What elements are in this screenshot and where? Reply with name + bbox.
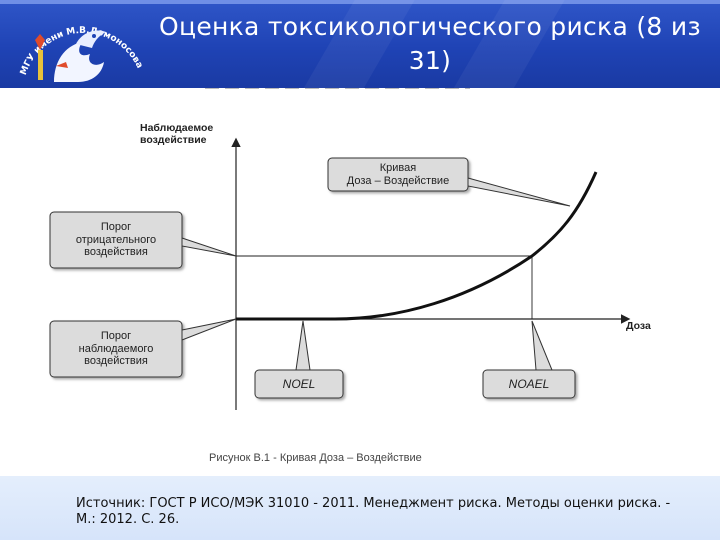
slide-title: Оценка токсикологического риска (8 из 31… <box>159 12 701 75</box>
negative-threshold-callout-text: Порог отрицательного воздействия <box>50 212 182 268</box>
curve-callout-box <box>327 157 469 192</box>
x-axis-label: Доза <box>626 320 651 332</box>
noael-label: NOAEL <box>508 376 550 391</box>
griffin-emblem-icon <box>35 30 106 82</box>
negative-threshold-callout-pointer <box>181 237 237 257</box>
y-axis-label-line: Наблюдаемое <box>140 122 214 134</box>
negative-threshold-line-text: воздействия <box>84 246 148 259</box>
source-footer: Источник: ГОСТ Р ИСО/МЭК 31010 - 2011. М… <box>0 476 720 540</box>
curve-callout-text: Кривая Доза – Воздействие <box>328 158 468 191</box>
observed-threshold-callout-text: Порог наблюдаемого воздействия <box>50 321 182 377</box>
observed-threshold-line-text: воздействия <box>84 355 148 368</box>
observed-threshold-line-text: наблюдаемого <box>78 342 154 355</box>
curve-callout-line: Кривая <box>379 162 417 174</box>
figure-caption: Рисунок В.1 - Кривая Доза – Воздействие <box>209 452 422 464</box>
noel-pointer <box>295 320 311 371</box>
source-text: Источник: ГОСТ Р ИСО/МЭК 31010 - 2011. М… <box>76 496 671 527</box>
dose-response-figure: Наблюдаемое воздействие Доза Кривая Доза… <box>0 88 720 476</box>
y-axis-label-line: воздействие <box>140 134 207 146</box>
negative-threshold-line-text: отрицательного <box>75 233 157 246</box>
y-axis-label: Наблюдаемое воздействие <box>140 122 213 146</box>
dose-response-diagram <box>49 88 631 410</box>
dose-response-curve <box>329 171 598 321</box>
negative-threshold-line-text: Порог <box>100 221 132 234</box>
noel-label: NOEL <box>282 376 316 391</box>
header-top-stripe <box>0 0 720 4</box>
observed-threshold-callout-box <box>49 320 183 378</box>
observed-threshold-callout-pointer <box>181 318 237 341</box>
curve-callout-line: Доза – Воздействие <box>346 174 450 187</box>
observed-threshold-line-text: Порог <box>100 330 132 343</box>
noael-box <box>482 369 576 399</box>
curve-callout-pointer <box>467 177 571 207</box>
msu-logo: МГУ имени М.В.Ломоносова <box>19 26 144 82</box>
noael-pointer <box>531 320 553 371</box>
slide-header: МГУ имени М.В.Ломоносова Оценка токсикол… <box>0 0 720 88</box>
